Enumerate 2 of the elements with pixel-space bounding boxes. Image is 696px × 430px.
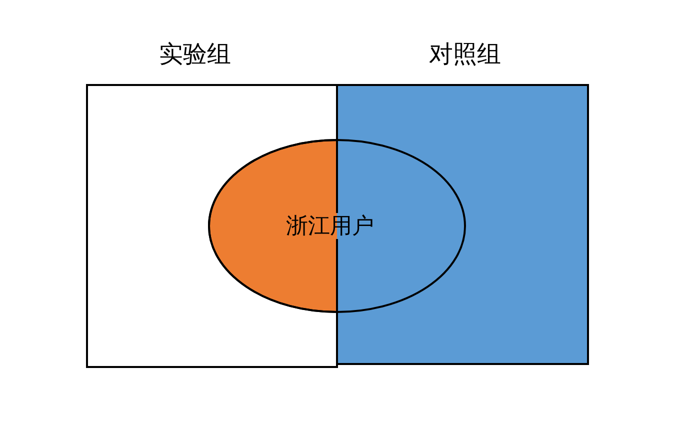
group-title: 实验组 xyxy=(159,40,231,70)
group-title: 对照组 xyxy=(429,41,501,70)
